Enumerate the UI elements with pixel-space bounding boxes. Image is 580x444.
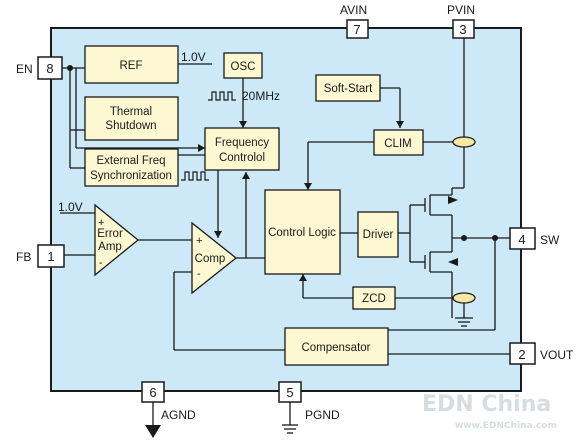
compensator-label: Compensator (301, 342, 370, 354)
comp-plus: + (196, 235, 202, 247)
ext-freq-label-1: External Freq (96, 155, 165, 167)
comparator-triangle (191, 221, 238, 295)
junctions (67, 65, 498, 241)
ref-label: REF (120, 60, 143, 72)
pin-sw-label: SW (540, 233, 560, 247)
ext-freq-sync-block (84, 148, 179, 187)
osc-block (223, 52, 263, 79)
current-sense-high (452, 136, 476, 148)
pin-avin (346, 19, 369, 39)
soft-start-block (315, 74, 381, 102)
pin-pgnd-number: 5 (286, 385, 293, 400)
driver-label: Driver (363, 229, 394, 241)
freq-control-label-2: Controlol (219, 152, 265, 164)
error-amp-triangle (94, 203, 140, 277)
pin-agnd-number: 6 (149, 385, 156, 400)
pin-vout-label: VOUT (540, 348, 574, 362)
pin-agnd (141, 381, 165, 403)
pin-fb-label: FB (16, 250, 31, 264)
error-amp-label-2: Amp (98, 241, 122, 253)
clim-block (373, 129, 424, 156)
freq-control-label-1: Frequency (215, 137, 270, 149)
pin-pvin-label: PVIN (447, 3, 475, 17)
osc-frequency-label: 20MHz (242, 89, 280, 103)
pin-en (37, 56, 63, 80)
pin-en-label: EN (16, 62, 33, 76)
pin-sw (509, 227, 536, 250)
current-sense-low (452, 292, 476, 304)
compensator-block (284, 327, 389, 366)
pin-en-number: 8 (46, 61, 53, 76)
pin-pvin (452, 19, 475, 39)
error-amp-label-1: Error (97, 228, 123, 240)
osc-waveform (208, 91, 236, 101)
pin-avin-label: AVIN (340, 3, 367, 17)
soft-start-label: Soft-Start (324, 83, 373, 95)
osc-label: OSC (231, 61, 256, 73)
thermal-shutdown-block (84, 96, 179, 141)
ref-voltage-label: 1.0V (181, 50, 206, 64)
thermal-label-1: Thermal (110, 106, 152, 118)
sync-waveform (181, 171, 209, 181)
ref-block (84, 45, 179, 84)
pin-pgnd (278, 381, 302, 403)
zcd-label: ZCD (362, 293, 386, 305)
thermal-label-2: Shutdown (105, 120, 156, 132)
pin-fb (37, 244, 65, 268)
pin-sw-number: 4 (518, 232, 525, 247)
pin-vout-number: 2 (518, 347, 525, 362)
pin-vout (509, 342, 536, 365)
pin-fb-number: 1 (47, 249, 54, 264)
watermark-url: www.EDNChina.com (455, 421, 557, 431)
pin-agnd-label: AGND (161, 408, 196, 422)
pin-avin-number: 7 (353, 22, 360, 37)
pin-pvin-number: 3 (459, 22, 466, 37)
clim-label: CLIM (384, 138, 411, 150)
frequency-control-block (204, 127, 280, 171)
error-amp-ref-label: 1.0V (58, 200, 83, 214)
comp-label: Comp (195, 253, 226, 265)
driver-block (357, 211, 399, 258)
pin-pgnd-label: PGND (305, 408, 340, 422)
comp-minus: - (197, 268, 201, 280)
control-logic-label: Control Logic (268, 227, 336, 239)
control-logic-block (264, 189, 341, 275)
error-amp-plus: + (98, 217, 104, 229)
ext-freq-label-2: Synchronization (90, 170, 172, 182)
zcd-block (352, 286, 396, 310)
arrows (145, 121, 458, 438)
watermark-logo: EDN China (422, 392, 551, 417)
error-amp-minus: - (99, 257, 103, 269)
